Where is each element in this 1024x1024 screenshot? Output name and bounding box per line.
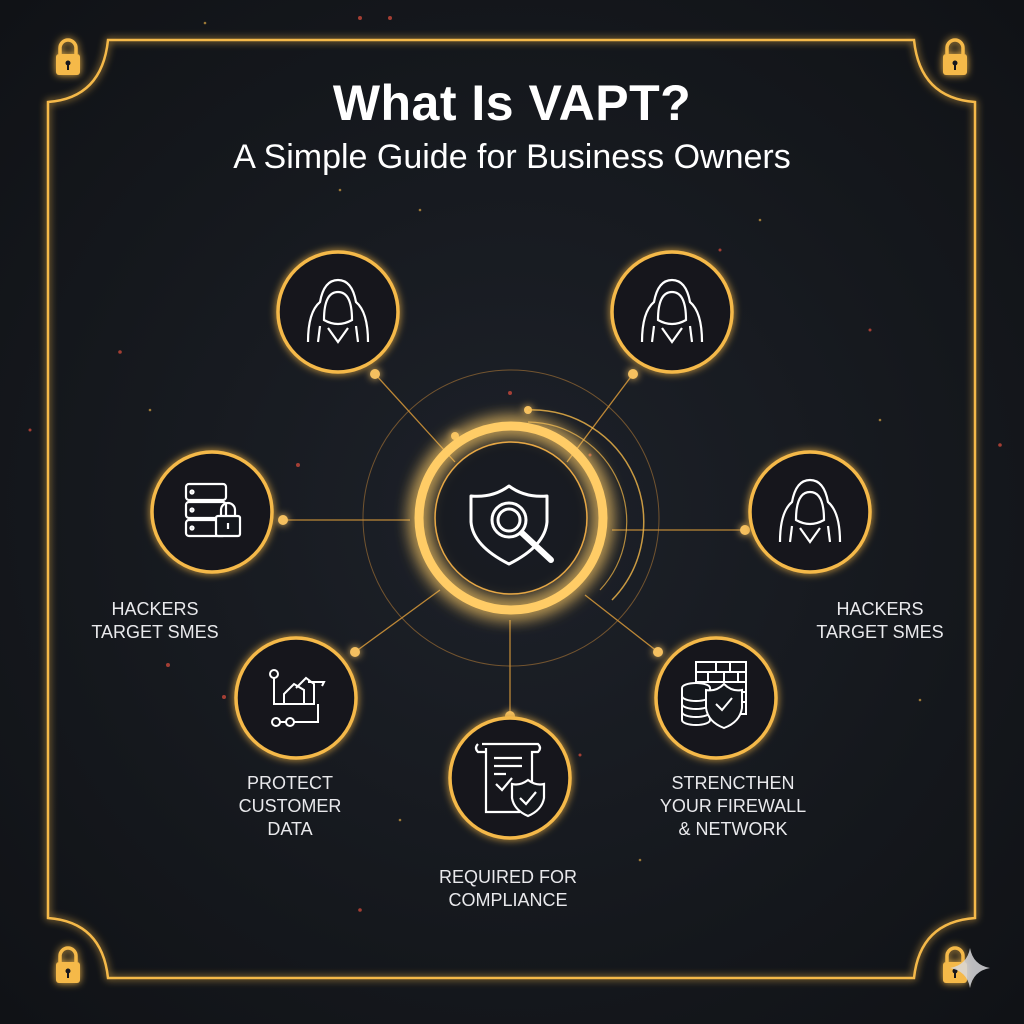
label-line: STRENCTHEN [671, 773, 795, 793]
compliance-document-icon [474, 742, 546, 818]
database-lock-icon [184, 482, 242, 538]
shield-magnifier-icon [469, 484, 554, 566]
label-line: YOUR FIREWALL [659, 796, 807, 816]
label-line: TARGET SMES [91, 622, 219, 642]
data-network-icon [269, 669, 326, 727]
connector-lines [283, 373, 745, 716]
label-line: TARGET SMES [816, 622, 944, 642]
page-subtitle: A Simple Guide for Business Owners [233, 138, 791, 176]
hooded-hacker-icon [640, 278, 704, 344]
background-dots-gold [148, 21, 922, 862]
label-line: DATA [267, 819, 313, 839]
label-line: HACKERS [111, 599, 199, 619]
label-strengthen-firewall-network: STRENCTHEN YOUR FIREWALL & NETWORK [633, 772, 833, 841]
center-hub [362, 369, 660, 667]
lock-icon-top-right [943, 38, 967, 75]
label-protect-customer-data: PROTECT CUSTOMER DATA [190, 772, 390, 841]
frame-border [46, 38, 977, 980]
hooded-hacker-icon [778, 478, 842, 544]
node-circles [150, 250, 872, 840]
hooded-hacker-icon [306, 278, 370, 344]
label-line: HACKERS [836, 599, 924, 619]
lock-icon-top-left [56, 38, 80, 75]
label-line: PROTECT [246, 773, 333, 793]
firewall-database-shield-icon [681, 661, 747, 730]
lock-icon-bottom-left [56, 946, 80, 983]
label-line: REQUIRED FOR [438, 867, 577, 887]
connector-dots [278, 369, 750, 721]
sparkle-icon [950, 948, 990, 988]
label-line: COMPLIANCE [448, 890, 568, 910]
label-hackers-target-smes-left: HACKERS TARGET SMES [55, 598, 255, 644]
label-line: & NETWORK [678, 819, 788, 839]
label-line: CUSTOMER [238, 796, 342, 816]
page-title: What Is VAPT? [332, 75, 692, 131]
label-hackers-target-smes-right: HACKERS TARGET SMES [780, 598, 980, 644]
label-required-for-compliance: REQUIRED FOR COMPLIANCE [408, 866, 608, 912]
